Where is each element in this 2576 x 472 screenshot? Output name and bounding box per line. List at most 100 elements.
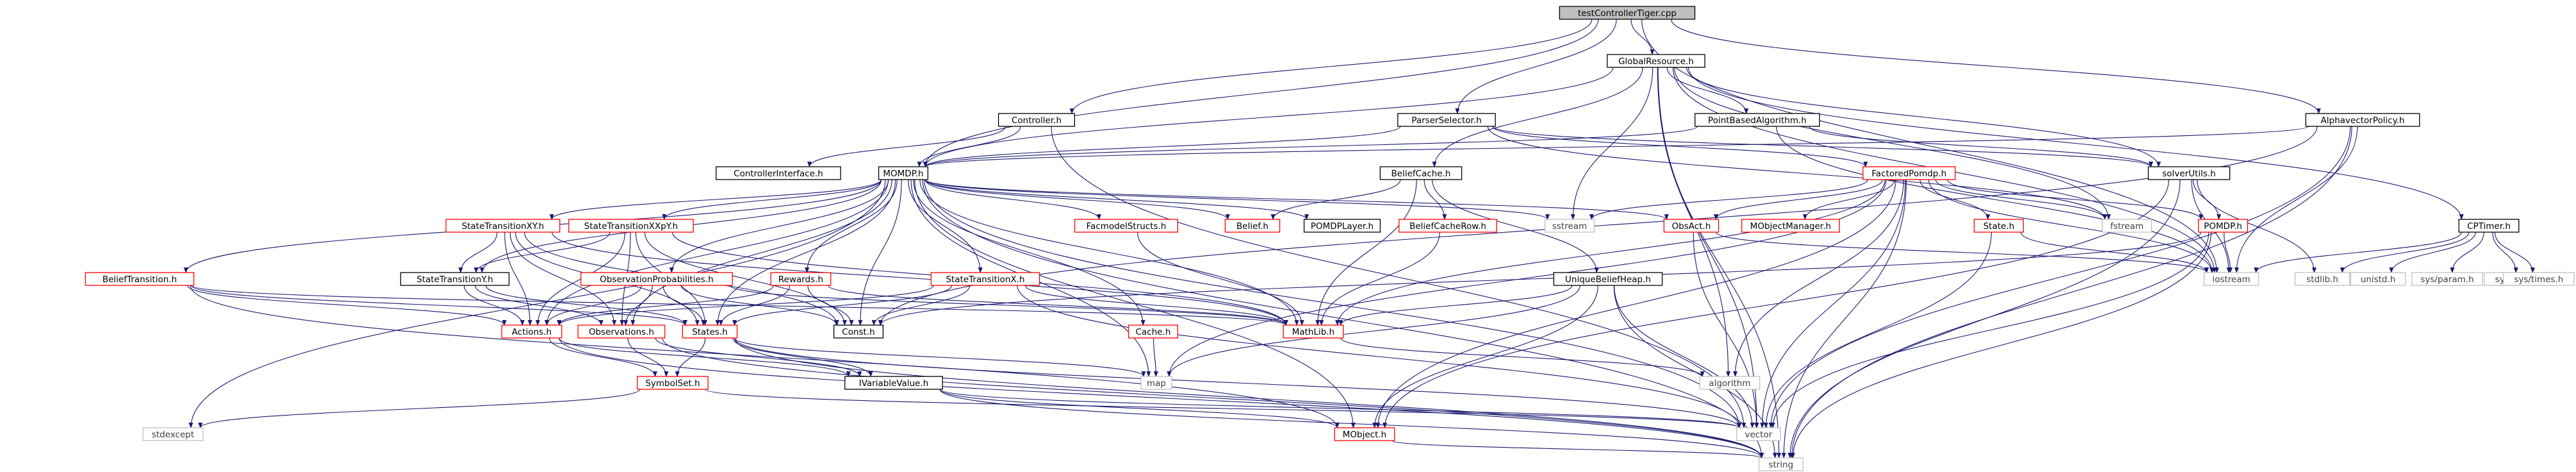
node-sstream[interactable]: sstream	[1544, 219, 1595, 233]
node-label: POMDPLayer.h	[1311, 221, 1374, 232]
node-label: sstream	[1552, 221, 1587, 232]
node-map[interactable]: map	[1140, 376, 1172, 390]
node-obsact[interactable]: ObsAct.h	[1663, 219, 1719, 233]
node-testcontrollertiger[interactable]: testControllerTiger.cpp	[1559, 6, 1696, 20]
node-box	[682, 324, 738, 339]
edge-rewards-to-statesh	[718, 285, 791, 326]
node-box	[2147, 166, 2231, 180]
node-statetransitiony[interactable]: StateTransitionY.h	[400, 272, 510, 286]
node-label: ObsAct.h	[1672, 221, 1711, 232]
node-statesh[interactable]: States.h	[682, 324, 738, 339]
node-parserselector[interactable]: ParserSelector.h	[1397, 113, 1496, 127]
edge-factoredpomdp-to-stateh	[1919, 179, 1990, 220]
edge-testcontrollertiger-to-alphavectorpolicy	[1671, 19, 2321, 114]
node-systimes[interactable]: sys/times.h	[2502, 272, 2575, 286]
node-statetransitionx[interactable]: StateTransitionX.h	[930, 272, 1040, 286]
node-label: Belief.h	[1236, 221, 1268, 232]
node-box	[997, 113, 1076, 127]
edge-statesh-to-string	[734, 337, 1764, 459]
node-label: StateTransitionXXpY.h	[584, 221, 678, 232]
node-label: PointBasedAlgorithm.h	[1708, 115, 1807, 126]
node-controller[interactable]: Controller.h	[997, 113, 1076, 127]
edge-momdp-to-sstream	[924, 179, 1550, 220]
node-beliefh[interactable]: Belief.h	[1224, 219, 1281, 233]
node-actions[interactable]: Actions.h	[501, 324, 562, 339]
node-statetransitionxy[interactable]: StateTransitionXY.h	[445, 219, 561, 233]
edge-uniquebeliefheap-to-mathlib	[1338, 285, 1573, 326]
node-rewards[interactable]: Rewards.h	[770, 272, 832, 286]
node-label: POMDP.h	[2204, 221, 2242, 232]
node-pomdplayer[interactable]: POMDPLayer.h	[1303, 219, 1381, 233]
node-label: Rewards.h	[778, 274, 823, 285]
node-facmodelstructs[interactable]: FacmodelStructs.h	[1074, 219, 1179, 233]
node-label: stdlib.h	[2306, 274, 2338, 285]
edge-alphavectorpolicy-to-momdp	[923, 126, 2309, 167]
edge-cptimer-to-stdlib	[2340, 232, 2470, 273]
node-box	[568, 219, 694, 233]
node-cacheh[interactable]: Cache.h	[1128, 324, 1179, 339]
node-stdlib[interactable]: stdlib.h	[2294, 272, 2350, 286]
node-globalresource[interactable]: GlobalResource.h	[1607, 54, 1705, 68]
node-factoredpomdp[interactable]: FactoredPomdp.h	[1862, 166, 1956, 180]
node-solverutils[interactable]: solverUtils.h	[2147, 166, 2231, 180]
node-box	[1283, 324, 1344, 339]
edge-statetransitionx-to-mathlib	[1024, 285, 1288, 326]
node-mobjectmanager[interactable]: MObjectManager.h	[1741, 219, 1840, 233]
node-stdexcept[interactable]: stdexcept	[142, 427, 204, 441]
node-label: MOMDP.h	[883, 169, 923, 179]
node-label: stdexcept	[152, 430, 194, 440]
node-unistd[interactable]: unistd.h	[2350, 272, 2406, 286]
node-label: Actions.h	[512, 327, 552, 337]
node-stateh[interactable]: State.h	[1973, 219, 2024, 233]
edge-pointbasedalgorithm-to-momdp	[923, 126, 1698, 167]
node-vector[interactable]: vector	[1736, 427, 1781, 441]
node-symbolset[interactable]: SymbolSet.h	[637, 376, 709, 390]
edge-ivariablevalue-to-string	[939, 389, 1764, 459]
node-mobject[interactable]: MObject.h	[1334, 427, 1395, 441]
node-ivariablevalue[interactable]: IVariableValue.h	[844, 376, 943, 390]
edge-belieftransition-to-mathlib	[191, 285, 1288, 326]
edge-cptimer-to-sysparam	[2450, 232, 2484, 273]
node-box	[1399, 219, 1497, 233]
edge-globalresource-to-sstream	[1570, 67, 1653, 220]
edge-momdp-to-actions	[544, 179, 889, 326]
node-beliefcache[interactable]: BeliefCache.h	[1379, 166, 1463, 180]
edge-testcontrollertiger-to-momdp	[923, 19, 1599, 167]
node-uniquebeliefheap[interactable]: UniqueBeliefHeap.h	[1553, 272, 1663, 286]
edge-factoredpomdp-to-algorithm	[1733, 179, 1904, 377]
node-box	[1862, 166, 1956, 180]
node-belieftransition[interactable]: BeliefTransition.h	[85, 272, 195, 286]
edge-observationprobabilities-to-statesh	[662, 285, 706, 326]
edge-controller-to-momdp	[917, 126, 1021, 167]
node-observationprobabilities[interactable]: ObservationProbabilities.h	[580, 272, 733, 286]
node-alphavectorpolicy[interactable]: AlphavectorPolicy.h	[2305, 113, 2420, 127]
edge-observationprobabilities-to-consth	[680, 285, 839, 326]
node-box	[85, 272, 195, 286]
edge-facmodelstructs-to-mathlib	[1137, 232, 1304, 326]
edge-observations-to-string	[662, 337, 1764, 459]
node-beliefcacherow[interactable]: BeliefCacheRow.h	[1399, 219, 1497, 233]
node-pointbasedalgorithm[interactable]: PointBasedAlgorithm.h	[1694, 113, 1820, 127]
edge-momdp-to-facmodelstructs	[924, 179, 1102, 220]
edge-alphavectorpolicy-to-iostream	[2234, 126, 2358, 273]
node-observations[interactable]: Observations.h	[577, 324, 666, 339]
node-box	[2458, 219, 2520, 233]
node-cptimer[interactable]: CPTimer.h	[2458, 219, 2520, 233]
edge-symbolset-to-stdexcept	[198, 389, 641, 428]
node-pomdph[interactable]: POMDP.h	[2197, 219, 2249, 233]
node-box	[2502, 272, 2575, 286]
node-box	[1140, 376, 1172, 390]
node-consth[interactable]: Const.h	[833, 324, 884, 339]
node-mathlib[interactable]: MathLib.h	[1283, 324, 1344, 339]
node-sysparam[interactable]: sys/param.h	[2411, 272, 2483, 286]
node-algorithm[interactable]: algorithm	[1699, 376, 1760, 390]
node-string[interactable]: string	[1759, 457, 1803, 471]
node-controllerinterface[interactable]: ControllerInterface.h	[716, 166, 841, 180]
node-momdp[interactable]: MOMDP.h	[878, 166, 929, 180]
node-fstream[interactable]: fstream	[2101, 219, 2153, 233]
node-statetransitionxxpy[interactable]: StateTransitionXXpY.h	[568, 219, 694, 233]
node-label: string	[1769, 460, 1794, 470]
node-label: States.h	[692, 327, 728, 337]
edge-factoredpomdp-to-fstream	[1935, 179, 2108, 220]
node-iostream[interactable]: iostream	[2203, 272, 2260, 286]
